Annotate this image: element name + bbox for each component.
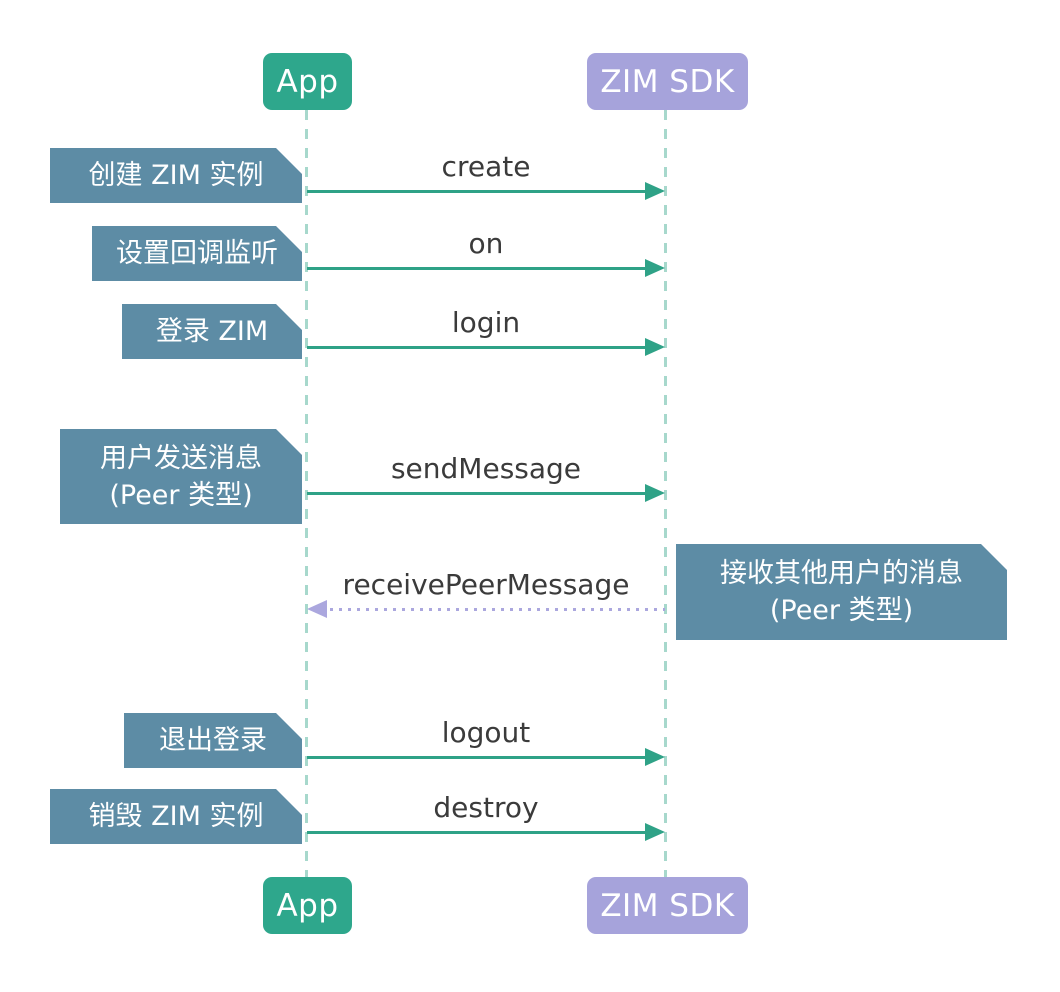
annotation-text: 退出登录 [159,725,267,756]
annotation-user-send-message: 用户发送消息 (Peer 类型) [60,429,302,524]
annotation-receive-peer-message: 接收其他用户的消息 (Peer 类型) [676,544,1007,640]
actor-label-zim: ZIM SDK [600,63,735,100]
arrow-line [307,190,655,193]
actor-box-app-bottom: App [263,877,352,934]
message-label: destroy [433,791,539,824]
arrowhead-right-icon [645,748,665,766]
actor-label-app: App [276,63,339,100]
annotation-create-zim-instance: 创建 ZIM 实例 [50,148,302,203]
actor-box-app-top: App [263,53,352,110]
arrowhead-right-icon [645,484,665,502]
arrowhead-right-icon [645,823,665,841]
annotation-text: 创建 ZIM 实例 [88,160,264,191]
annotation-text-line1: 用户发送消息 [100,442,262,474]
arrow-dotted-line [321,608,665,611]
annotation-logout: 退出登录 [124,713,302,768]
annotation-text-line2: (Peer 类型) [109,479,253,511]
lifeline-zim [664,110,667,877]
lifeline-app [305,110,308,877]
annotation-text: 设置回调监听 [116,238,278,269]
message-label: login [451,306,521,339]
annotation-set-callback-listener: 设置回调监听 [92,226,302,281]
message-label: receivePeerMessage [342,568,630,601]
actor-box-zim-top: ZIM SDK [587,53,748,110]
annotation-text: 登录 ZIM [155,316,269,347]
message-label: create [441,150,531,183]
arrow-line [307,756,655,759]
arrowhead-right-icon [645,259,665,277]
message-label: sendMessage [390,452,582,485]
arrowhead-left-icon [307,600,327,618]
actor-box-zim-bottom: ZIM SDK [587,877,748,934]
arrow-line [307,492,655,495]
annotation-destroy-zim-instance: 销毁 ZIM 实例 [50,789,302,844]
annotation-text-line1: 接收其他用户的消息 [720,558,963,589]
actor-label-zim: ZIM SDK [600,887,735,924]
annotation-text-line2: (Peer 类型) [769,595,914,626]
message-label: on [468,227,504,260]
message-label: logout [441,716,531,749]
arrowhead-right-icon [645,338,665,356]
annotation-login-zim: 登录 ZIM [122,304,302,359]
arrowhead-right-icon [645,182,665,200]
arrow-line [307,346,655,349]
arrow-line [307,831,655,834]
annotation-text: 销毁 ZIM 实例 [88,801,264,832]
arrow-line [307,267,655,270]
actor-label-app: App [276,887,339,924]
